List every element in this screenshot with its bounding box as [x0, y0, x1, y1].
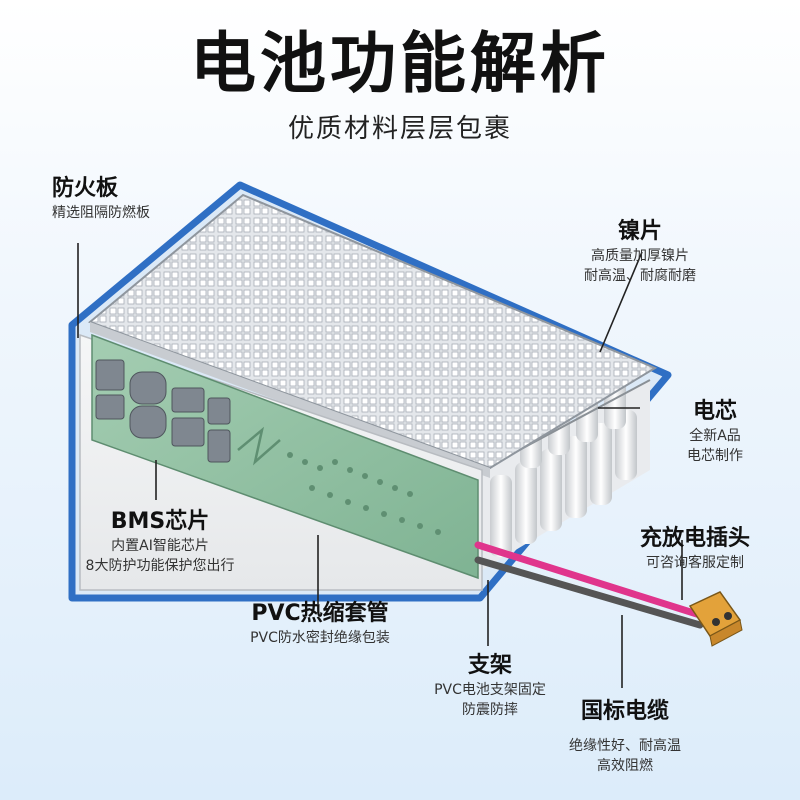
cell	[565, 436, 587, 518]
bms-components	[95, 359, 231, 463]
cable-black	[474, 556, 704, 629]
label-nickel-desc-1: 高质量加厚镍片	[591, 247, 689, 264]
label-bms-desc-2: 8大防护功能保护您出行	[85, 557, 235, 574]
label-bms: BMS芯片 内置AI智能芯片 8大防护功能保护您出行	[30, 508, 290, 576]
label-bms-desc-1: 内置AI智能芯片	[111, 537, 209, 554]
cell	[490, 475, 512, 557]
cell	[540, 449, 562, 531]
cable-red	[474, 541, 704, 619]
cell	[590, 423, 612, 505]
label-pvc: PVC热缩套管 PVC防水密封绝缘包装	[210, 600, 430, 648]
label-pvc-title: PVC热缩套管	[251, 601, 389, 626]
label-fire-board: 防火板 精选阻隔防燃板	[52, 175, 150, 223]
label-cell-desc-2: 电芯制作	[687, 447, 743, 464]
label-nickel-desc-2: 耐高温、耐腐耐磨	[584, 267, 696, 284]
label-bracket-desc-2: 防震防摔	[462, 701, 518, 718]
page-subtitle: 优质材料层层包裹	[287, 114, 512, 144]
label-bms-title: BMS芯片	[110, 509, 210, 534]
label-nickel-title: 镍片	[617, 219, 662, 244]
xt60-connector-icon	[688, 591, 743, 647]
label-cable-title: 国标电缆	[580, 699, 669, 724]
label-bracket-desc-1: PVC电池支架固定	[434, 681, 546, 698]
label-plug-title: 充放电插头	[639, 526, 750, 551]
label-bracket: 支架 PVC电池支架固定 防震防摔	[405, 652, 575, 720]
label-plug: 充放电插头 可咨询客服定制	[610, 525, 780, 573]
label-fire-board-title: 防火板	[52, 176, 119, 201]
cell	[515, 462, 537, 544]
label-bracket-title: 支架	[467, 653, 512, 678]
label-cell-desc-1: 全新A品	[689, 427, 741, 444]
label-cable: 国标电缆 绝缘性好、耐高温 高效阻燃	[540, 698, 710, 776]
label-pvc-desc: PVC防水密封绝缘包装	[250, 629, 390, 646]
bms-traces	[287, 452, 441, 535]
label-nickel: 镍片 高质量加厚镍片 耐高温、耐腐耐磨	[560, 218, 720, 286]
label-cable-desc-1: 绝缘性好、耐高温	[569, 737, 681, 754]
label-fire-board-desc: 精选阻隔防燃板	[52, 204, 150, 221]
page-title: 电池功能解析	[190, 25, 610, 102]
label-cell-title: 电芯	[692, 399, 737, 424]
leader-lines	[77, 243, 683, 688]
label-cell: 电芯 全新A品 电芯制作	[660, 398, 770, 466]
label-cable-desc-2: 高效阻燃	[597, 757, 653, 774]
label-plug-desc: 可咨询客服定制	[646, 554, 744, 571]
